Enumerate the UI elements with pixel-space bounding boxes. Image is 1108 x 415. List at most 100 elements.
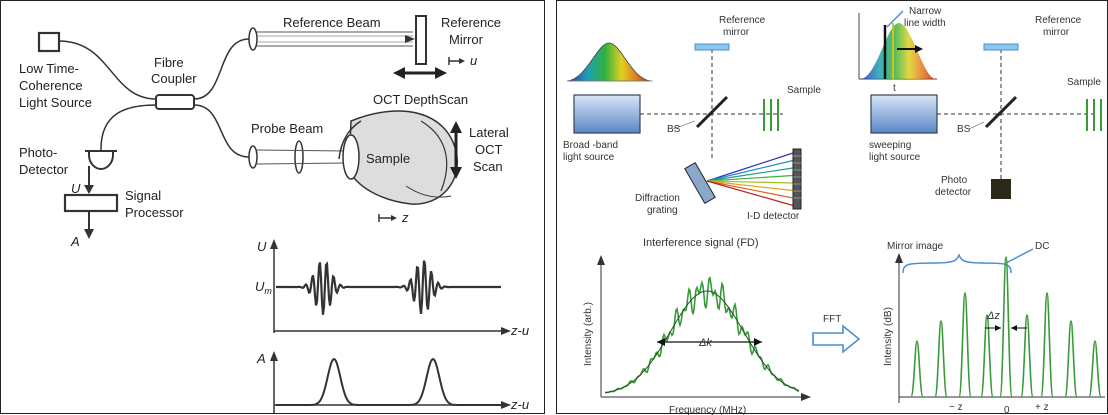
photo-detector-label-2: Detector [19, 162, 69, 177]
reference-mirror-label-1: Reference [441, 15, 501, 30]
plot-u-um-label: Um [255, 279, 272, 296]
probe-beam-lower [256, 162, 348, 165]
interference-x-label: Frequency (MHz) [669, 405, 746, 415]
fibre-coupler-label-1: Fibre [154, 55, 184, 70]
signal-u-label: U [71, 181, 81, 196]
delta-z-label: Δz [986, 310, 1000, 322]
fft-arrow [812, 324, 861, 354]
ascan-peak [958, 292, 972, 398]
sd-sample-label: Sample [787, 85, 821, 96]
fibre-reference-arm [193, 38, 250, 100]
lateral-scan-label-2: OCT [475, 142, 503, 157]
ascan-peak [1064, 320, 1078, 398]
narrow-label-2: line width [904, 18, 946, 29]
lateral-scan-label-3: Scan [473, 159, 503, 174]
probe-lens-2 [294, 140, 304, 174]
fibre-coupler-label-2: Coupler [151, 71, 197, 86]
broadband-label-1: Broad -band [563, 140, 618, 151]
light-source-label-1: Low Time- [19, 61, 79, 76]
interference-y-label: Intensity (arb.) [583, 302, 594, 366]
sweep-t-label: t [893, 83, 896, 94]
time-domain-oct-panel: Low Time- Coherence Light Source Fibre C… [0, 0, 545, 414]
ss-detector-label-1: Photo [941, 175, 968, 186]
line-detector [792, 148, 802, 210]
sweeping-label-1: sweeping [869, 140, 911, 151]
spectral-ray [706, 180, 794, 184]
light-source-label-3: Light Source [19, 95, 92, 110]
ss-reference-mirror [983, 43, 1019, 51]
ss-detector-label-2: detector [935, 187, 972, 198]
photo-detector-box [991, 179, 1011, 199]
reference-mirror-label-2: Mirror [449, 32, 484, 47]
spectral-ray [706, 167, 794, 182]
probe-beam-upper [256, 149, 348, 152]
mirror-image-brace [902, 253, 1012, 274]
interference-trace [604, 276, 799, 394]
probe-beam-label: Probe Beam [251, 121, 323, 136]
fibre-source [58, 40, 157, 100]
interference-title: Interference signal (FD) [643, 237, 759, 249]
ss-ref-mirror-label-2: mirror [1043, 27, 1070, 38]
fibre-probe-arm [193, 104, 250, 158]
probe-lens-1 [248, 145, 258, 169]
minus-z-label: − z [949, 402, 963, 413]
sd-ref-mirror-label-1: Reference [719, 15, 766, 26]
spectral-ray [706, 180, 794, 192]
ascan-peak [1088, 340, 1102, 398]
ascan-peak [1020, 314, 1034, 398]
signal-processor-box [63, 193, 119, 213]
ss-beamsplitter [984, 95, 1018, 129]
light-source-box [37, 31, 61, 53]
mirror-u-label: u [470, 53, 477, 68]
detector-label: I-D detector [747, 211, 800, 222]
narrow-label-1: Narrow [909, 6, 942, 17]
ascan-peak [999, 256, 1013, 398]
broadband-source-box [573, 94, 641, 134]
eye-globe [348, 110, 459, 205]
ss-sample-label: Sample [1067, 77, 1101, 88]
dc-pointer [1005, 248, 1034, 264]
sweep-spectrum [861, 23, 935, 79]
broadband-label-2: light source [563, 152, 615, 163]
sd-reference-mirror [694, 43, 730, 51]
reference-beam-label: Reference Beam [283, 15, 381, 30]
plot-a-y-label: A [256, 351, 266, 366]
sample-label: Sample [366, 151, 410, 166]
spectral-ray [706, 180, 794, 199]
spectral-ray [706, 180, 794, 207]
mirror-image-label: Mirror image [887, 241, 944, 252]
reference-lens [248, 27, 258, 51]
fibre-detector [100, 104, 157, 150]
depth-z-label: z [401, 210, 409, 225]
reference-beam-arrowhead [405, 35, 415, 43]
sd-bs-label: BS [667, 124, 681, 135]
spectral-rays [706, 152, 794, 207]
interferogram-trace [276, 260, 501, 315]
plot-u-x-label: z-u [510, 323, 529, 338]
ascan-y-label: Intensity (dB) [883, 307, 894, 366]
ascan-peak [1040, 292, 1054, 398]
ss-bs-label: BS [957, 124, 971, 135]
envelope-trace [276, 357, 501, 406]
delta-k-label: Δk [698, 337, 712, 349]
dc-label: DC [1035, 241, 1049, 252]
oct-depthscan-label: OCT DepthScan [373, 92, 468, 107]
fourier-domain-oct-panel: Broad -band light source Reference mirro… [556, 0, 1108, 415]
plot-u-y-label: U [257, 239, 267, 254]
plus-z-label: + z [1035, 402, 1049, 413]
diffraction-grating [684, 161, 716, 205]
fibre-coupler-box [155, 94, 195, 110]
grating-label-1: Diffraction [635, 193, 680, 204]
spectral-ray [706, 159, 794, 182]
sd-beamsplitter [695, 95, 729, 129]
fft-label: FFT [823, 314, 841, 325]
ascan-peaks [910, 256, 1102, 398]
spectral-ray [706, 174, 794, 182]
photo-detector-label-1: Photo- [19, 145, 57, 160]
plot-a-x-label: z-u [510, 397, 529, 412]
sweeping-label-2: light source [869, 152, 921, 163]
photo-detector-icon [88, 150, 114, 171]
ascan-peak [934, 320, 948, 398]
narrow-pointer [886, 10, 904, 28]
sd-ref-mirror-label-2: mirror [723, 27, 750, 38]
